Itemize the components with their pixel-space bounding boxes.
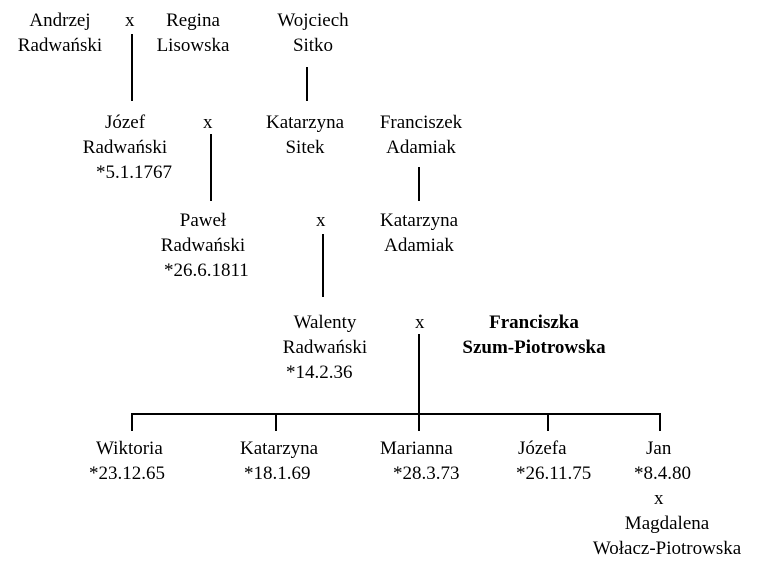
given-name: Franciszka bbox=[489, 312, 579, 333]
surname: Radwański bbox=[17, 35, 103, 56]
child-birth-date: *28.3.73 bbox=[393, 463, 460, 484]
child-connector bbox=[418, 413, 420, 431]
given-name: Katarzyna bbox=[265, 112, 345, 133]
child-connector bbox=[275, 413, 277, 431]
child-given-name: Wiktoria bbox=[96, 438, 163, 459]
sibling-bar bbox=[131, 413, 661, 415]
surname: Radwański bbox=[282, 337, 368, 358]
person-walenty-radwanski: Walenty Radwański bbox=[270, 310, 380, 360]
surname: Adamiak bbox=[384, 235, 454, 256]
descent-line bbox=[131, 34, 133, 101]
child-given-name: Marianna bbox=[380, 438, 453, 459]
descent-line bbox=[418, 334, 420, 414]
marriage-marker: x bbox=[203, 112, 213, 133]
person-katarzyna-sitek: Katarzyna Sitek bbox=[250, 110, 360, 160]
given-name: Regina bbox=[166, 10, 220, 31]
child-connector bbox=[659, 413, 661, 431]
surname: Sitek bbox=[285, 137, 325, 158]
child-birth-date: *18.1.69 bbox=[244, 463, 311, 484]
child-connector bbox=[547, 413, 549, 431]
child-connector bbox=[131, 413, 133, 431]
marriage-marker: x bbox=[316, 210, 326, 231]
person-wojciech-sitko: Wojciech Sitko bbox=[258, 8, 368, 58]
descent-line bbox=[306, 67, 308, 101]
child-birth-date: *23.12.65 bbox=[89, 463, 165, 484]
person-magdalena-wolacz-piotrowska: Magdalena Wołacz-Piotrowska bbox=[582, 511, 752, 561]
given-name: Wojciech bbox=[277, 10, 349, 31]
birth-date: *26.6.1811 bbox=[164, 260, 249, 281]
birth-date: *14.2.36 bbox=[286, 362, 353, 383]
person-franciszka-szum-piotrowska: Franciszka Szum-Piotrowska bbox=[454, 310, 614, 360]
surname: Radwański bbox=[160, 235, 246, 256]
child-birth-date: *26.11.75 bbox=[516, 463, 592, 484]
surname: Lisowska bbox=[156, 35, 230, 56]
given-name: Magdalena bbox=[624, 513, 710, 534]
given-name: Paweł bbox=[179, 210, 227, 231]
surname: Adamiak bbox=[386, 137, 456, 158]
marriage-marker: x bbox=[125, 10, 135, 31]
given-name: Andrzej bbox=[29, 10, 91, 31]
birth-date: *5.1.1767 bbox=[96, 162, 172, 183]
child-birth-date: *8.4.80 bbox=[634, 463, 691, 484]
child-given-name: Jan bbox=[646, 438, 672, 459]
marriage-marker: x bbox=[654, 488, 664, 509]
surname: Wołacz-Piotrowska bbox=[592, 538, 742, 559]
marriage-marker: x bbox=[415, 312, 425, 333]
descent-line bbox=[322, 234, 324, 297]
surname: Szum-Piotrowska bbox=[462, 337, 606, 358]
descent-line bbox=[418, 167, 420, 201]
person-regina-lisowska: Regina Lisowska bbox=[143, 8, 243, 58]
given-name: Walenty bbox=[293, 312, 357, 333]
surname: Sitko bbox=[292, 35, 334, 56]
person-katarzyna-adamiak: Katarzyna Adamiak bbox=[364, 208, 474, 258]
child-given-name: Józefa bbox=[518, 438, 567, 459]
person-jozef-radwanski: Józef Radwański bbox=[70, 110, 180, 160]
person-andrzej-radwanski: Andrzej Radwański bbox=[0, 8, 120, 58]
person-franciszek-adamiak: Franciszek Adamiak bbox=[366, 110, 476, 160]
person-pawel-radwanski: Paweł Radwański bbox=[148, 208, 258, 258]
surname: Radwański bbox=[82, 137, 168, 158]
child-given-name: Katarzyna bbox=[240, 438, 319, 459]
given-name: Franciszek bbox=[379, 112, 463, 133]
given-name: Józef bbox=[104, 112, 146, 133]
given-name: Katarzyna bbox=[379, 210, 459, 231]
descent-line bbox=[210, 134, 212, 201]
